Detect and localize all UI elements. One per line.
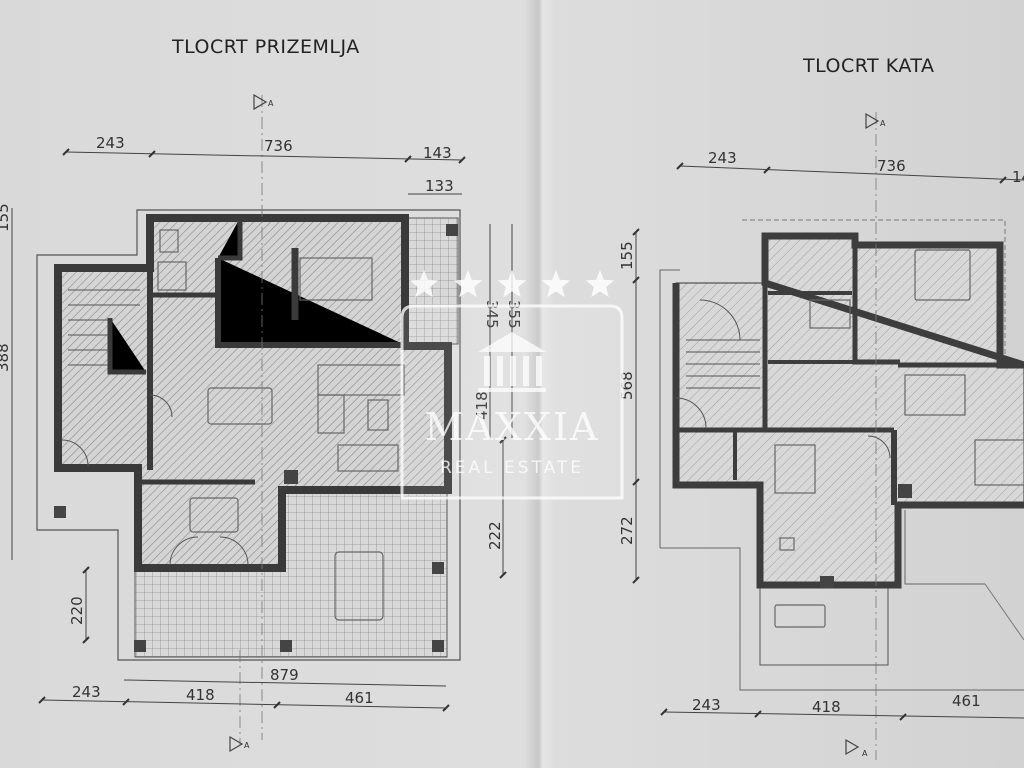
ground-dim-bottom-3: 461 xyxy=(345,689,374,707)
watermark-brand: MAXXIA xyxy=(425,405,600,449)
upper-section-label-top: A xyxy=(880,119,886,128)
ground-dim-bottom-1: 243 xyxy=(72,683,101,701)
upper-dim-bottom-2: 418 xyxy=(812,698,841,716)
ground-dim-top-2: 736 xyxy=(264,137,293,155)
ground-dim-left-bottom: 220 xyxy=(68,596,86,625)
ground-floor-plan: A A 243 73 xyxy=(0,93,523,753)
watermark-tagline: REAL ESTATE xyxy=(440,458,584,478)
star-icon xyxy=(453,270,483,298)
upper-dim-top-3: 14 xyxy=(1012,168,1024,186)
upper-dim-top-2: 736 xyxy=(877,157,906,175)
star-icon xyxy=(541,270,571,298)
ground-dim-top-1: 243 xyxy=(96,134,125,152)
ground-dim-top-3: 143 xyxy=(423,144,452,162)
upper-dim-bottom-1: 243 xyxy=(692,696,721,714)
ground-dim-left-mid: 388 xyxy=(0,343,12,372)
maxxia-watermark: MAXXIA REAL ESTATE xyxy=(400,270,624,500)
building-logo-icon xyxy=(478,332,546,392)
upper-floor-plan: A A 243 736 14 155 568 272 243 xyxy=(618,112,1024,760)
ground-dim-right-4: 222 xyxy=(486,521,504,550)
star-icon xyxy=(497,270,527,298)
star-icon xyxy=(585,270,615,298)
ground-dim-bottom-2: 418 xyxy=(186,686,215,704)
upper-dim-bottom-3: 461 xyxy=(952,692,981,710)
ground-dim-bottom-total: 879 xyxy=(270,666,299,684)
star-icon xyxy=(409,270,439,298)
upper-section-label-bottom: A xyxy=(862,749,868,758)
upper-dim-left-1: 155 xyxy=(618,241,636,270)
upper-floor-title: TLOCRT KATA xyxy=(803,55,935,77)
upper-dim-top-1: 243 xyxy=(708,149,737,167)
ground-dim-top2: 133 xyxy=(425,177,454,195)
ground-floor-title: TLOCRT PRIZEMLJA xyxy=(172,36,360,58)
upper-dim-left-3: 272 xyxy=(618,516,636,545)
ground-section-label-top: A xyxy=(268,99,274,108)
ground-dim-left-top: 155 xyxy=(0,203,12,232)
ground-dim-right-3: 418 xyxy=(473,391,491,420)
ground-section-label-bottom: A xyxy=(244,741,250,750)
